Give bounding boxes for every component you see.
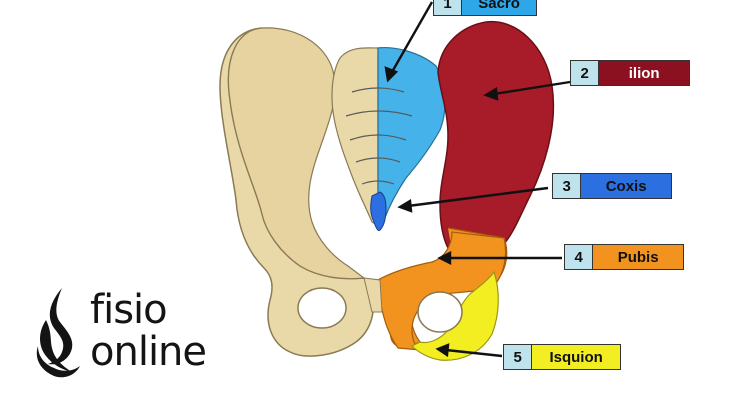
coccyx: [371, 192, 386, 231]
callout-coxis: 3 Coxis: [552, 173, 672, 199]
left-obturator-foramen: [298, 288, 346, 328]
callout-isquion: 5 Isquion: [503, 344, 621, 370]
flame-logo-icon: [32, 286, 90, 378]
right-obturator-foramen: [418, 292, 462, 332]
fisio-online-logo: fisio online: [32, 286, 232, 378]
callout-name: ilion: [599, 61, 689, 85]
callout-number: 5: [504, 345, 532, 369]
callout-name: Coxis: [581, 174, 671, 198]
callout-number: 1: [434, 0, 462, 15]
callout-name: Sacro: [462, 0, 536, 15]
callout-number: 2: [571, 61, 599, 85]
logo-word-fisio: fisio: [90, 290, 167, 330]
callout-ilion: 2 ilion: [570, 60, 690, 86]
callout-number: 3: [553, 174, 581, 198]
logo-word-online: online: [90, 332, 206, 372]
right-ilium: [438, 22, 553, 248]
callout-sacro: 1 Sacro: [433, 0, 537, 16]
callout-number: 4: [565, 245, 593, 269]
callout-pubis: 4 Pubis: [564, 244, 684, 270]
arrow-3-head: [400, 201, 411, 211]
callout-name: Isquion: [532, 345, 620, 369]
callout-name: Pubis: [593, 245, 683, 269]
